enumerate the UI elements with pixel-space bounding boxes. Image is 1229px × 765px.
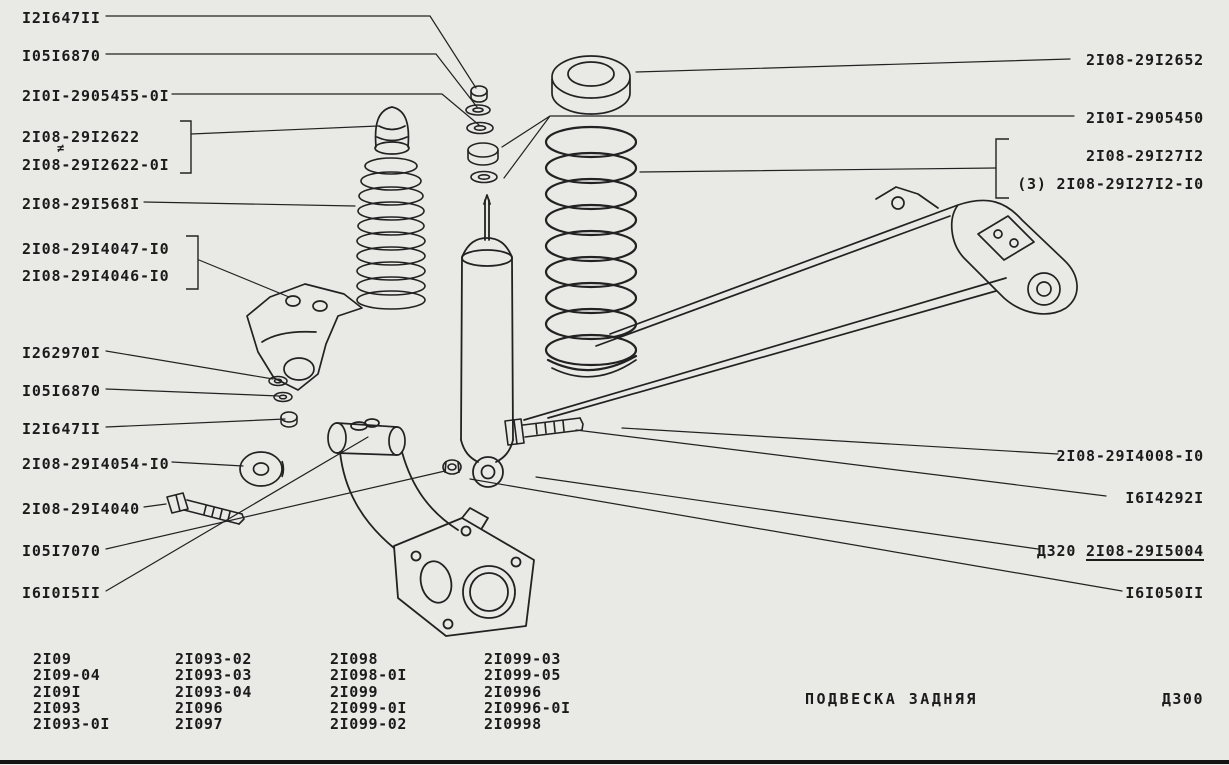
model-item: 2I093-03 — [175, 666, 253, 685]
callout-10516870-upper: I05I6870 — [22, 47, 101, 65]
model-item: 2I093-04 — [175, 682, 253, 701]
model-item: 2I099-02 — [330, 715, 408, 734]
callout-16142921: I6I4292I — [1125, 489, 1204, 507]
eye-nut — [442, 459, 462, 475]
model-item: 2I0996 — [484, 682, 542, 701]
axle-beam — [523, 186, 1078, 421]
callout-2108-2912622: 2I08-29I2622 — [22, 128, 140, 146]
model-item: 2I099-05 — [484, 666, 562, 685]
model-list-col3: 2I098 2I098-0I 2I099 2I099-0I 2I099-02 — [330, 650, 408, 734]
model-item: 2I096 — [175, 698, 224, 717]
trailing-arm — [339, 451, 535, 637]
mount-bracket — [246, 283, 363, 391]
model-item: 2I097 — [175, 715, 224, 734]
callout-2108-2914040: 2I08-29I4040 — [22, 500, 140, 518]
callout-16101511: I6I0I5II — [22, 584, 101, 602]
page-code: Д300 — [1161, 690, 1204, 708]
callout-2101-2905450: 2I0I-2905450 — [1086, 109, 1204, 127]
callout-10516870-lower: I05I6870 — [22, 382, 101, 400]
drawing-title: ПОДВЕСКА ЗАДНЯЯ — [805, 690, 978, 708]
callout-16105011: I6I050II — [1125, 584, 1204, 602]
callout-2108-2915681: 2I08-29I568I — [22, 195, 140, 213]
leader-lines — [105, 15, 1123, 592]
pivot-sleeve — [327, 418, 406, 456]
model-item: 2I099-0I — [330, 698, 408, 717]
model-item: 2I0998 — [484, 715, 542, 734]
bump-stop — [374, 106, 410, 155]
model-item: 2I0996-0I — [484, 698, 571, 717]
arm-bushing — [239, 451, 285, 487]
model-item: 2I093 — [33, 698, 82, 717]
callout-12164711-lower: I2I647II — [22, 420, 101, 438]
part-number-2108-2915004: 2I08-29I5004 — [1086, 542, 1204, 560]
spring-cap — [551, 55, 631, 115]
callout-2108-2914047-10: 2I08-29I4047-I0 — [22, 240, 170, 258]
callout-12629701: I262970I — [22, 344, 101, 362]
dust-boot — [356, 157, 426, 310]
model-item: 2I098-0I — [330, 666, 408, 685]
page-ref-d320: Д320 — [1036, 542, 1077, 560]
callout-2108-2912622-01: 2I08-29I2622-0I — [22, 156, 170, 174]
coil-spring — [544, 125, 638, 372]
callout-2101-2905455-01: 2I0I-2905455-0I — [22, 87, 170, 105]
arm-bolt — [166, 492, 245, 525]
callout-2108-2914054-10: 2I08-29I4054-I0 — [22, 455, 170, 473]
model-item: 2I093-02 — [175, 650, 253, 668]
model-list-col4: 2I099-03 2I099-05 2I0996 2I0996-0I 2I099… — [484, 650, 571, 734]
model-item: 2I099-03 — [484, 650, 562, 668]
model-item: 2I093-0I — [33, 715, 111, 734]
callout-d320-2108-2915004: Д320 2I08-29I5004 — [1037, 542, 1204, 560]
page-bottom-rule — [0, 760, 1229, 764]
footnote-mark: ≠ — [57, 141, 66, 155]
model-item: 2I099 — [330, 682, 379, 701]
callout-2108-2912712-10: (3) 2I08-29I27I2-I0 — [1017, 175, 1204, 193]
arm-fastener-stack — [268, 375, 298, 428]
callout-10517070: I05I7070 — [22, 542, 101, 560]
rod-fastener-stack — [465, 85, 499, 184]
callout-2108-2914046-10: 2I08-29I4046-I0 — [22, 267, 170, 285]
model-item: 2I09-04 — [33, 666, 101, 685]
model-list-col2: 2I093-02 2I093-03 2I093-04 2I096 2I097 — [175, 650, 253, 734]
callout-2108-2912652: 2I08-29I2652 — [1086, 51, 1204, 69]
model-list-col1: 2I09 2I09-04 2I09I 2I093 2I093-0I — [33, 650, 111, 734]
eye-bolt — [504, 417, 584, 446]
shock-absorber — [460, 194, 514, 488]
callout-2108-2914008-10: 2I08-29I4008-I0 — [1056, 447, 1204, 465]
callout-2108-2912712: 2I08-29I27I2 — [1086, 147, 1204, 165]
callout-12164711-upper: I2I647II — [22, 9, 101, 27]
model-item: 2I09 — [33, 650, 72, 668]
model-item: 2I098 — [330, 650, 379, 668]
model-item: 2I09I — [33, 682, 82, 701]
